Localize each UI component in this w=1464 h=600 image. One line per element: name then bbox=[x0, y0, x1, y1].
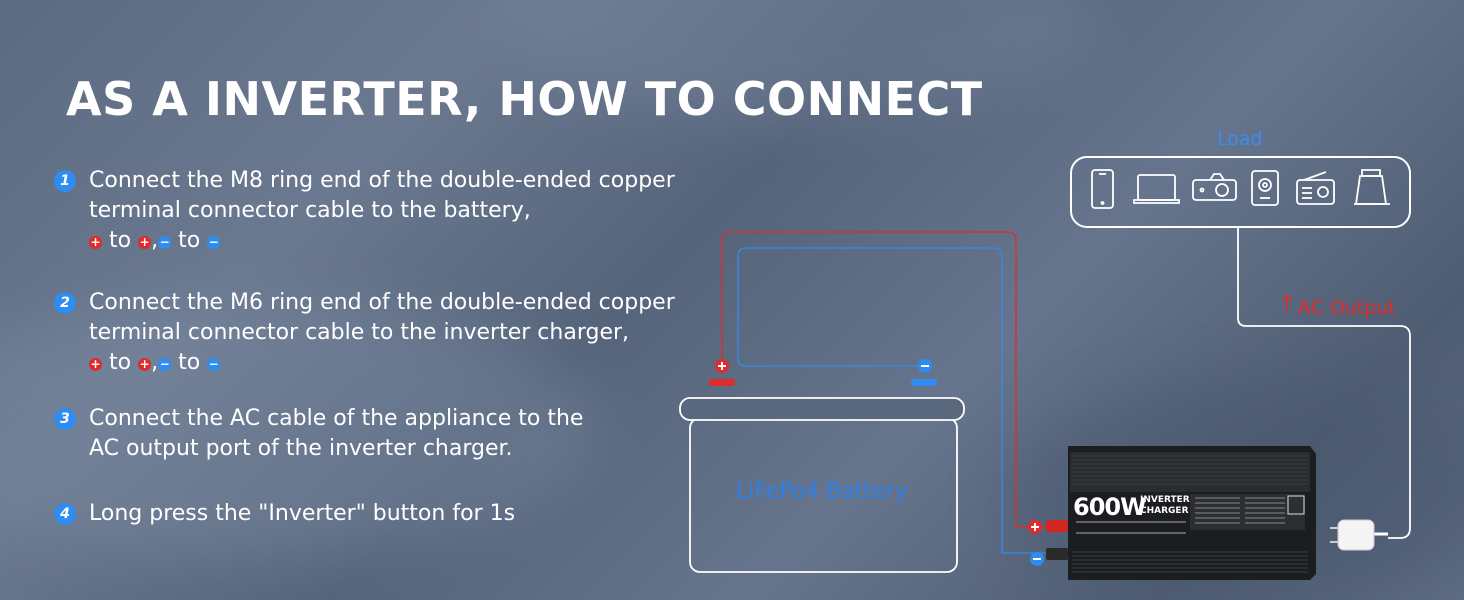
battery-label: LiFePo4 Battery bbox=[736, 479, 908, 504]
step-number: 2 bbox=[54, 292, 76, 314]
step-text: Long press the "Inverter" button for 1s bbox=[89, 499, 515, 529]
ac-output-cable bbox=[1237, 228, 1411, 539]
to-text: to bbox=[109, 350, 132, 375]
step-line: Connect the M6 ring end of the double-en… bbox=[89, 290, 675, 315]
step-text: Connect the M6 ring end of the double-en… bbox=[89, 288, 675, 378]
positive-icon: + bbox=[138, 235, 152, 249]
page-title: AS A INVERTER, HOW TO CONNECT bbox=[66, 72, 983, 126]
kettle-icon bbox=[1354, 169, 1390, 205]
step-4: 4 Long press the "Inverter" button for 1… bbox=[54, 499, 694, 531]
to-text: to bbox=[178, 228, 201, 253]
positive-icon: + bbox=[89, 357, 102, 371]
step-text: Connect the AC cable of the appliance to… bbox=[89, 404, 583, 464]
separator: , bbox=[151, 228, 159, 253]
positive-icon: + bbox=[89, 235, 102, 249]
inverter-positive-terminal bbox=[1046, 520, 1068, 532]
background-fold bbox=[0, 300, 600, 560]
step-number: 4 bbox=[54, 503, 76, 525]
battery-positive-terminal bbox=[709, 379, 735, 386]
step-line: terminal connector cable to the battery, bbox=[89, 198, 531, 223]
inverter-label-line1: INVERTER bbox=[1140, 495, 1190, 505]
radio-icon bbox=[1296, 171, 1335, 205]
negative-icon: − bbox=[158, 357, 172, 371]
load-label: Load bbox=[1217, 128, 1263, 150]
inverter-negative-terminal bbox=[1046, 548, 1068, 560]
negative-icon: − bbox=[207, 235, 221, 249]
projector-icon bbox=[1192, 173, 1237, 201]
to-text: to bbox=[178, 350, 201, 375]
ac-plug-icon bbox=[1330, 519, 1388, 551]
positive-cable bbox=[721, 231, 1048, 528]
negative-icon: − bbox=[207, 357, 221, 371]
step-number: 3 bbox=[54, 408, 76, 430]
ac-output-label: AC Output bbox=[1298, 297, 1396, 319]
step-3: 3 Connect the AC cable of the appliance … bbox=[54, 404, 694, 466]
polarity-line: + to +,− to − bbox=[89, 348, 675, 378]
load-box bbox=[1070, 156, 1411, 228]
step-2: 2 Connect the M6 ring end of the double-… bbox=[54, 288, 694, 378]
up-arrow-icon: ↑ bbox=[1278, 292, 1297, 317]
step-number: 1 bbox=[54, 170, 76, 192]
phone-icon bbox=[1091, 169, 1114, 209]
step-text: Connect the M8 ring end of the double-en… bbox=[89, 166, 675, 256]
battery-negative-terminal bbox=[911, 379, 937, 386]
negative-cable bbox=[737, 247, 1048, 554]
step-1: 1 Connect the M8 ring end of the double-… bbox=[54, 166, 694, 256]
inverter-label-line2: CHARGER bbox=[1140, 506, 1189, 516]
inverter-charger bbox=[1028, 446, 1316, 580]
step-line: Connect the AC cable of the appliance to… bbox=[89, 406, 584, 431]
speaker-icon bbox=[1251, 170, 1279, 206]
polarity-line: + to +,− to − bbox=[89, 226, 675, 256]
negative-icon: − bbox=[158, 235, 172, 249]
to-text: to bbox=[109, 228, 132, 253]
inverter-display bbox=[1287, 495, 1305, 515]
inverter-wattage: 600W bbox=[1073, 493, 1147, 521]
laptop-icon bbox=[1133, 174, 1180, 204]
battery bbox=[679, 359, 965, 573]
step-line: Connect the M8 ring end of the double-en… bbox=[89, 168, 675, 193]
step-line: terminal connector cable to the inverter… bbox=[89, 320, 630, 345]
separator: , bbox=[151, 350, 159, 375]
step-line: AC output port of the inverter charger. bbox=[89, 436, 513, 461]
step-line: Long press the "Inverter" button for 1s bbox=[89, 501, 516, 526]
positive-icon: + bbox=[138, 357, 152, 371]
